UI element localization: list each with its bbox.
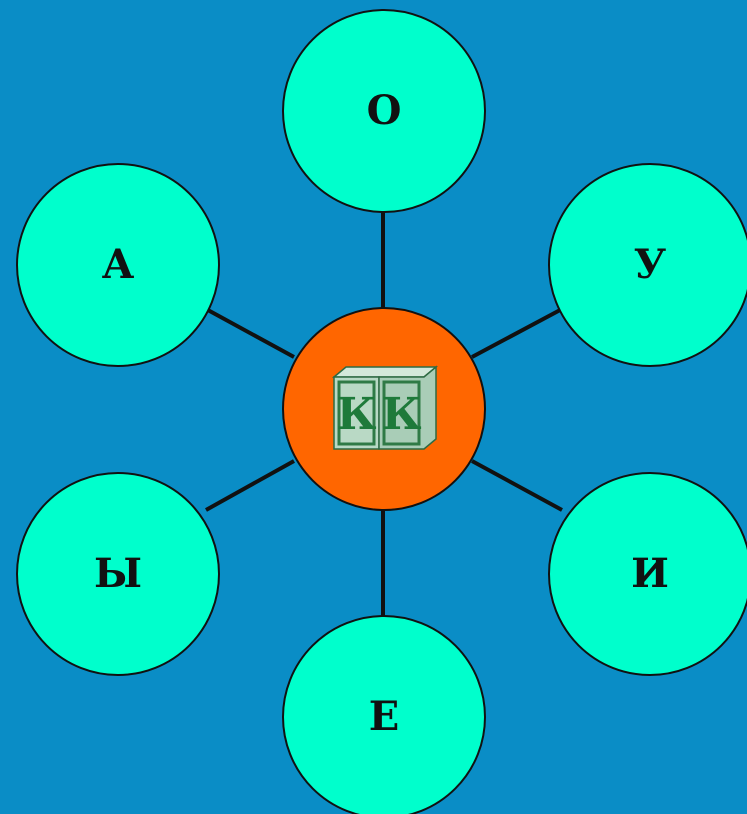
cube-letter-left: К [336,389,376,440]
vowel-letter: О [366,87,402,134]
vowel-node-lower-right[interactable]: И [548,472,747,676]
spoke-lower-right [471,459,563,512]
letter-block-icon: К К [331,365,439,450]
vowel-letter: И [631,550,669,597]
cube-letter-right: К [381,389,421,440]
cube-left-frame [337,380,376,446]
cube-top-face [331,366,439,378]
cube-left-face [333,376,380,450]
vowel-letter: У [633,241,667,288]
cube-right-frame [382,380,421,446]
spoke-lower-left [205,459,295,512]
spoke-upper-left [205,307,295,359]
vowel-node-upper-left[interactable]: А [16,163,220,367]
vowel-node-bottom[interactable]: Е [282,615,486,814]
cube-right-face [378,365,437,450]
consonant-hub[interactable]: К К [282,307,486,511]
spoke-upper-right [471,307,563,359]
vowel-node-upper-right[interactable]: У [548,163,747,367]
vowel-letter: А [101,241,135,288]
vowel-node-lower-left[interactable]: Ы [16,472,220,676]
vowel-letter: Ы [93,550,143,597]
vowel-letter: Е [368,693,400,740]
vowel-node-top[interactable]: О [282,9,486,213]
